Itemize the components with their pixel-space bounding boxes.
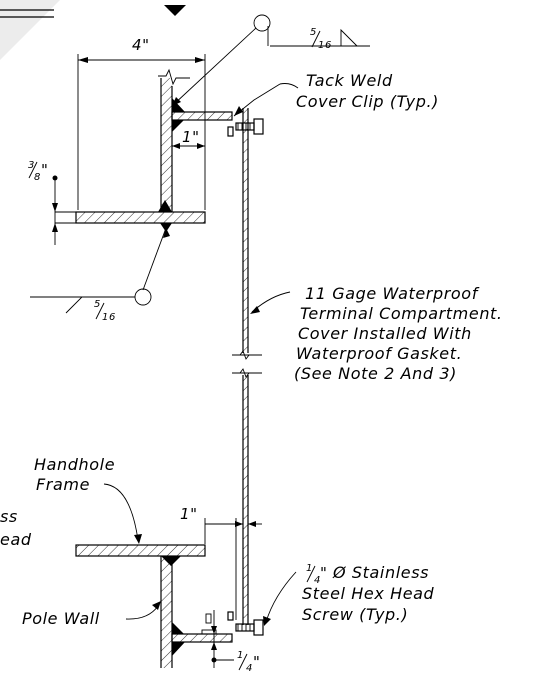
compartment-label-5: (See Note 2 And 3) bbox=[294, 364, 457, 383]
screw-label-2: Steel Hex Head bbox=[302, 584, 435, 603]
screw-label-1: Ø Stainless bbox=[332, 563, 429, 582]
upper-frame-flange bbox=[75, 200, 206, 232]
tack-weld-label-2: Cover Clip (Typ.) bbox=[296, 92, 439, 111]
screw-dia-den: 4 bbox=[314, 575, 321, 586]
handhole-label-1: Handhole bbox=[34, 455, 115, 474]
dim-bottom-offset: 1" bbox=[180, 505, 198, 523]
pole-wall-leader bbox=[125, 601, 161, 620]
lower-frame-flange bbox=[75, 544, 206, 566]
screw-dia-num: 1 bbox=[306, 563, 313, 574]
weld-top-num: 5 bbox=[310, 27, 317, 38]
handhole-label-2: Frame bbox=[36, 475, 90, 494]
upper-hex-screw bbox=[227, 118, 264, 137]
tack-weld-label-1: Tack Weld bbox=[306, 71, 393, 90]
bottom-gap-den: 4 bbox=[246, 663, 253, 674]
screw-leader bbox=[263, 571, 297, 626]
upper-weld-symbol bbox=[171, 14, 370, 107]
compartment-label-3: Cover Installed With bbox=[298, 324, 472, 343]
compartment-label-4: Waterproof Gasket. bbox=[296, 344, 462, 363]
screw-label-3: Screw (Typ.) bbox=[302, 605, 408, 624]
lower-hex-screw bbox=[227, 611, 264, 636]
weld-top-den: 16 bbox=[318, 40, 332, 51]
terminal-compartment-cover bbox=[232, 108, 262, 625]
lower-pole-wall bbox=[160, 556, 173, 668]
tack-weld-leader bbox=[233, 83, 299, 117]
bottom-gap-num: 1 bbox=[237, 650, 244, 661]
bottom-gap-unit: " bbox=[253, 653, 261, 671]
weld-bottom-den: 16 bbox=[102, 312, 116, 323]
section-marker-icon bbox=[164, 5, 186, 16]
screw-dia-unit: " bbox=[320, 564, 328, 582]
compartment-leader bbox=[250, 291, 291, 314]
frame-thickness-unit: " bbox=[41, 161, 49, 179]
weld-bottom-num: 5 bbox=[94, 299, 101, 310]
dim-frame-thickness bbox=[52, 175, 76, 245]
frame-thickness-num: 3 bbox=[28, 160, 35, 171]
pole-wall-label: Pole Wall bbox=[22, 609, 100, 628]
lower-cover-clip bbox=[171, 613, 233, 656]
dim-bottom-gap bbox=[211, 610, 234, 668]
dim-1in-top bbox=[172, 143, 205, 149]
compartment-label-2: Terminal Compartment. bbox=[300, 304, 503, 323]
lower-weld-symbol bbox=[30, 227, 170, 314]
compartment-label-1: 11 Gage Waterproof bbox=[305, 284, 480, 303]
dim-top-offset: 1" bbox=[182, 128, 200, 146]
corner-decoration bbox=[0, 0, 186, 60]
frame-thickness-den: 8 bbox=[34, 172, 41, 183]
dim-4in bbox=[77, 54, 206, 210]
dim-1in-bottom bbox=[204, 518, 262, 620]
upper-cover-clip bbox=[171, 98, 233, 132]
cut-off-label-2: ead bbox=[0, 530, 32, 549]
cut-off-label-1: ss bbox=[0, 507, 18, 526]
handhole-leader bbox=[103, 483, 142, 544]
dim-top-width: 4" bbox=[132, 36, 150, 54]
